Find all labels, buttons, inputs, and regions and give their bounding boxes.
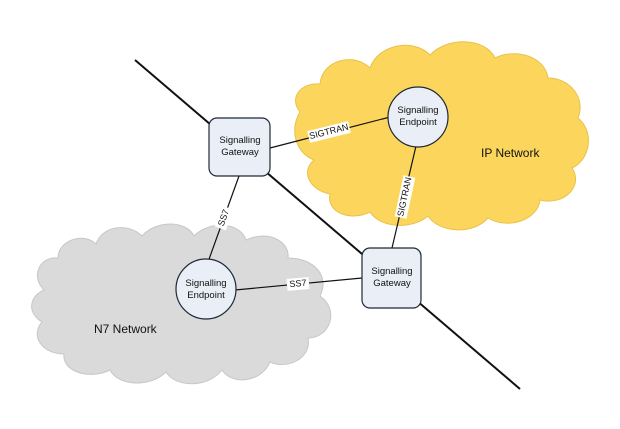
endpoint-ip-label-line2: Endpoint — [399, 117, 437, 128]
endpoint-ip-label-line1: Signalling — [397, 105, 438, 116]
gateway-top-box — [208, 117, 271, 177]
endpoint-ip-circle — [387, 86, 449, 148]
ss7-label-horizontal-text: SS7 — [289, 278, 307, 289]
network-boundary-line — [134, 59, 521, 390]
node-signalling-endpoint-n7[interactable]: Signalling Endpoint — [175, 258, 237, 320]
node-signalling-endpoint-ip[interactable]: Signalling Endpoint — [387, 86, 449, 148]
ss7-label-vertical: SS7 — [214, 205, 234, 231]
gateway-top-label-line2: Gateway — [221, 147, 259, 158]
endpoint-n7-label-line1: Signalling — [185, 278, 226, 289]
node-signalling-gateway-bottom[interactable]: Signalling Gateway — [361, 247, 422, 309]
ip-network-label: IP Network — [481, 146, 540, 160]
gateway-bottom-label-line2: Gateway — [373, 278, 411, 289]
gateway-top-label-line1: Signalling — [219, 135, 260, 146]
n7-network-label: N7 Network — [94, 322, 158, 336]
endpoint-n7-label-line2: Endpoint — [187, 290, 225, 301]
endpoint-n7-circle — [175, 258, 237, 320]
gateway-bottom-box — [361, 247, 422, 309]
ss7-label-horizontal: SS7 — [286, 277, 310, 291]
node-signalling-gateway-top[interactable]: Signalling Gateway — [208, 117, 271, 177]
gateway-bottom-label-line1: Signalling — [371, 266, 412, 277]
